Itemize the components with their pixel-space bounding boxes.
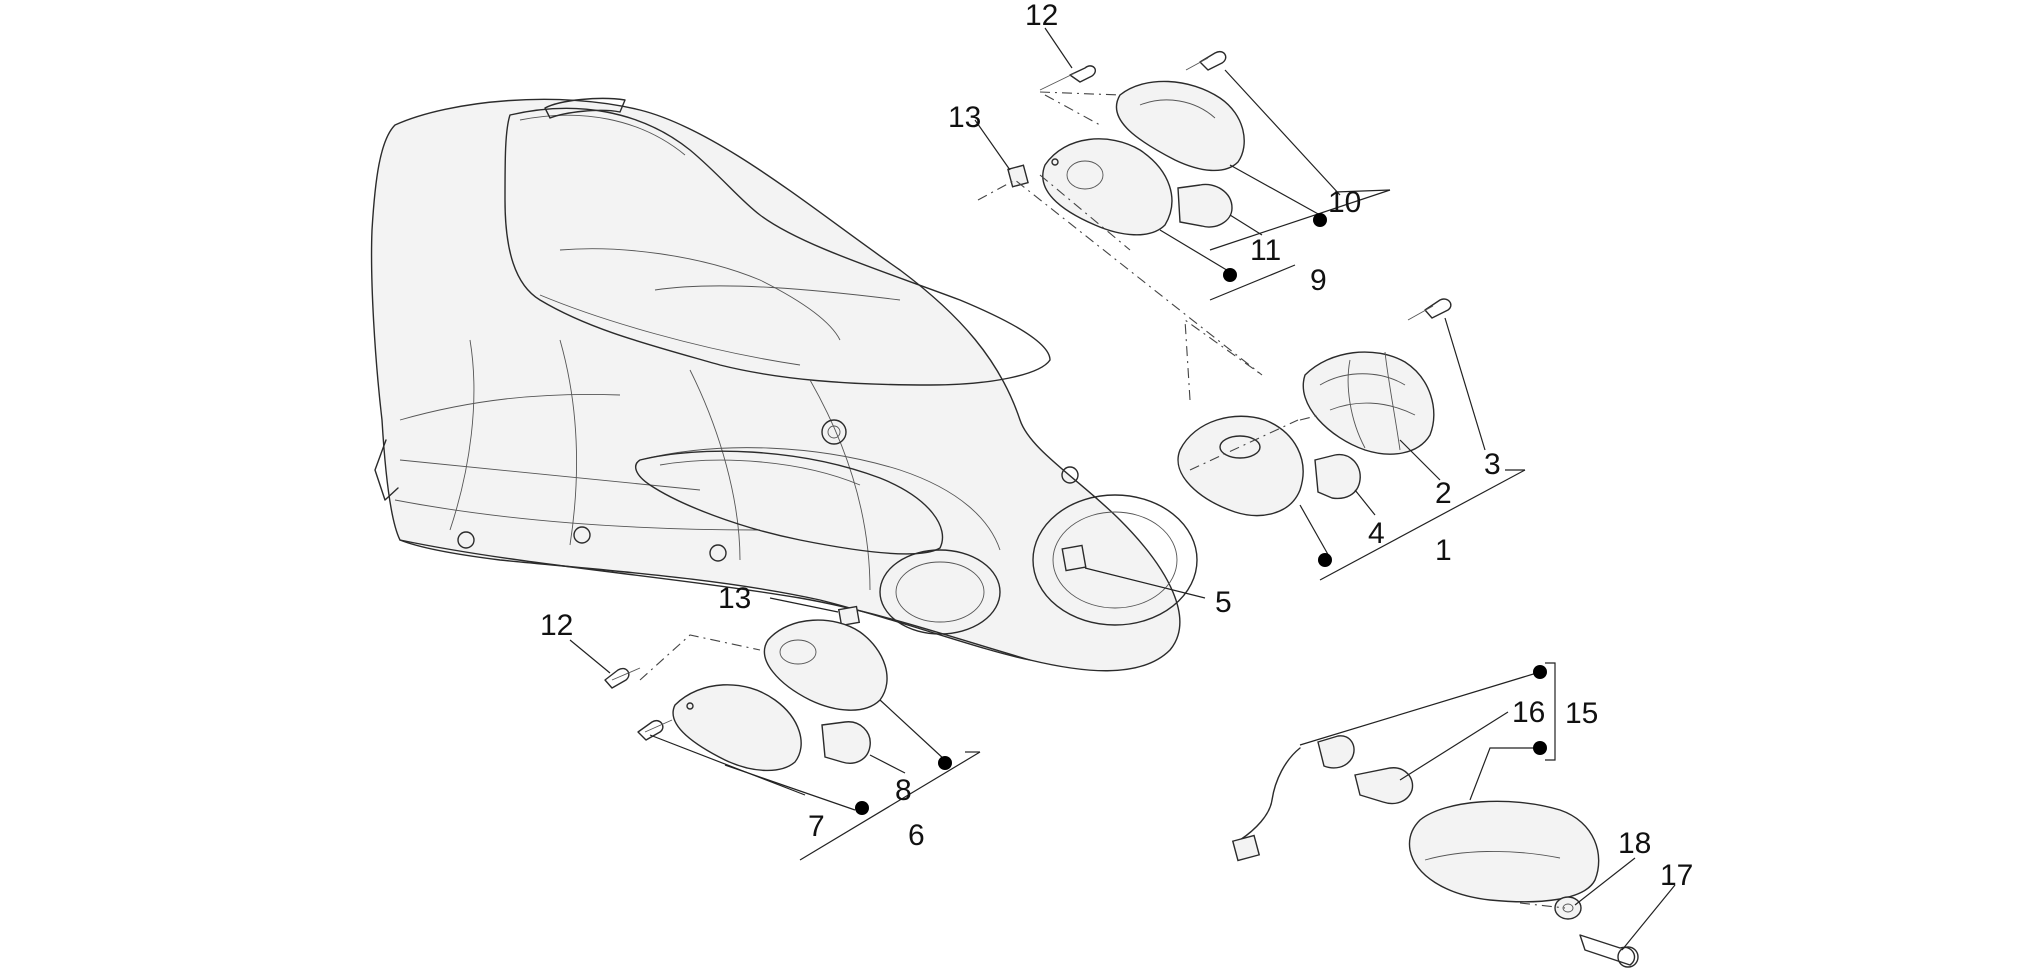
- label-4: 4: [1368, 517, 1385, 550]
- label-11: 11: [1250, 234, 1281, 267]
- label-8: 8: [895, 774, 912, 807]
- upper-right-indicator: [1039, 51, 1245, 236]
- label-17: 17: [1660, 859, 1693, 892]
- label-7: 7: [808, 810, 825, 843]
- label-2: 2: [1435, 477, 1452, 510]
- clip-nut-upper: [1007, 164, 1029, 188]
- rear-lamp-group: [1231, 735, 1639, 968]
- front-shield-body: [370, 97, 1198, 672]
- label-6: 6: [908, 819, 925, 852]
- right-front-indicator: [1177, 298, 1452, 517]
- label-1: 1: [1435, 534, 1452, 567]
- lower-left-indicator: [604, 619, 888, 772]
- label-18: 18: [1618, 827, 1651, 860]
- label-15: 15: [1565, 697, 1598, 730]
- part-number-labels: 12 13 10 11 9 3 2 4 1 5 13 12 16 15 8 7 …: [540, 0, 1693, 892]
- label-10: 10: [1328, 186, 1361, 219]
- reference-dots: [855, 213, 1547, 815]
- label-13-lower: 13: [718, 582, 751, 615]
- label-12-top: 12: [1025, 0, 1058, 32]
- label-3: 3: [1484, 448, 1501, 481]
- assembly-lines: [639, 91, 1566, 909]
- label-12-lower: 12: [540, 609, 573, 642]
- label-16: 16: [1512, 696, 1545, 729]
- label-9: 9: [1310, 264, 1327, 297]
- clip-nut-center: [1061, 544, 1087, 572]
- label-5: 5: [1215, 586, 1232, 619]
- label-13-top: 13: [948, 101, 981, 134]
- leader-lines: [569, 27, 1676, 951]
- clip-nut-lower: [837, 605, 861, 627]
